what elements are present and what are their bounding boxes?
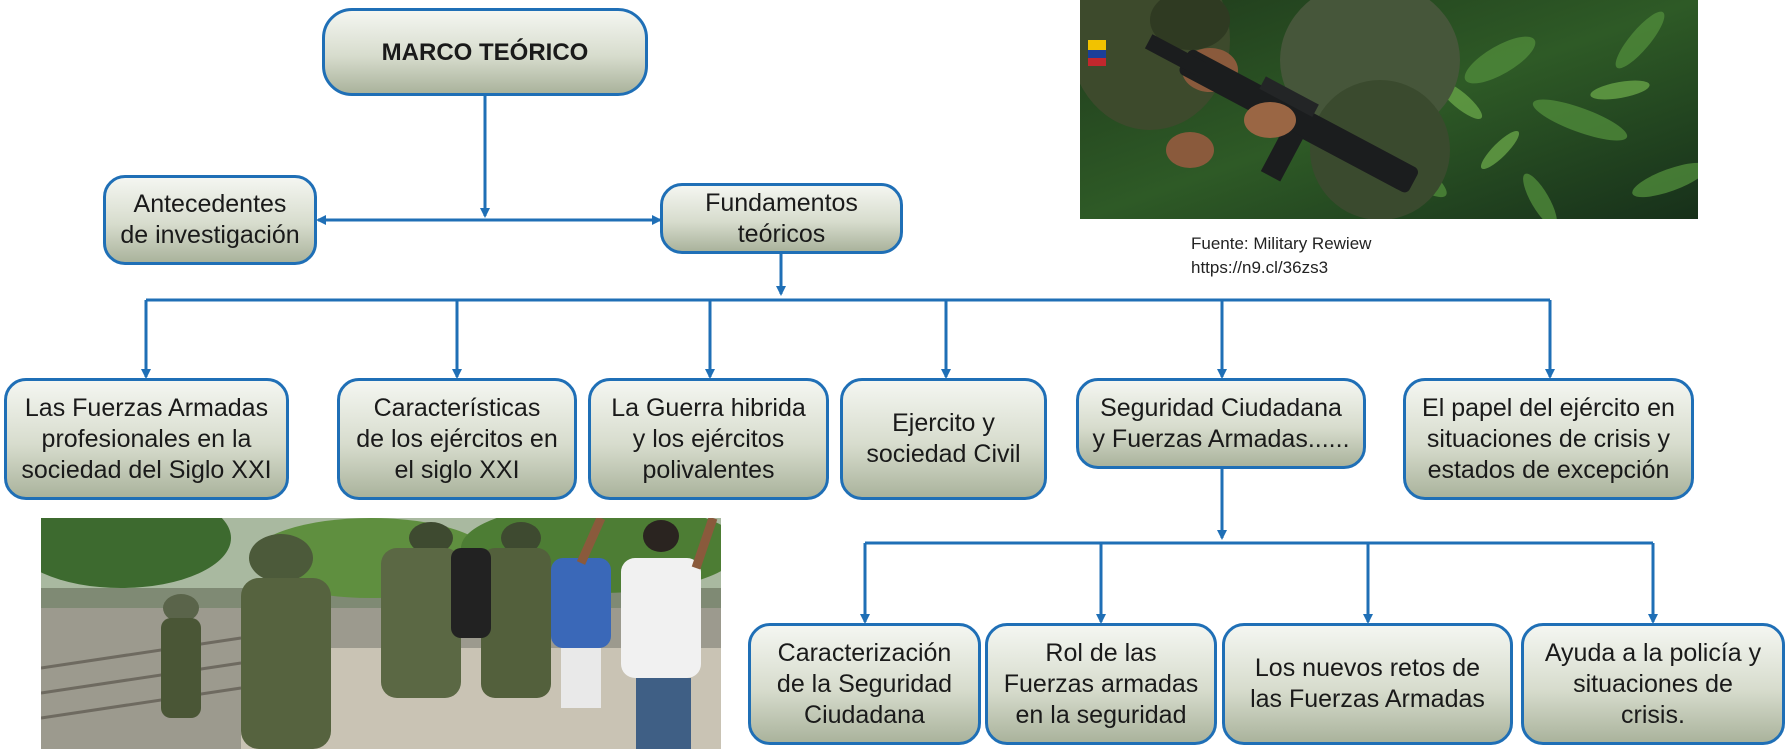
fundamentos-node: Fundamentos teóricos (660, 183, 903, 254)
subtopic-rol-fuerzas-armadas: Rol de las Fuerzas armadas en la segurid… (985, 623, 1217, 745)
topic-guerra-hibrida: La Guerra hibrida y los ejércitos poliva… (588, 378, 829, 500)
photo-source-caption: Fuente: Military Rewiew https://n9.cl/36… (1191, 232, 1371, 280)
antecedentes-node: Antecedentes de investigación (103, 175, 317, 265)
topic-seguridad-ciudadana: Seguridad Ciudadana y Fuerzas Armadas...… (1076, 378, 1366, 469)
title-node: MARCO TEÓRICO (322, 8, 648, 96)
subtopic-ayuda-policia: Ayuda a la policía y situaciones de cris… (1521, 623, 1785, 745)
jungle-soldiers-photo (1080, 0, 1698, 219)
topic-caracteristicas-ejercitos: Características de los ejércitos en el s… (337, 378, 577, 500)
security-operation-photo (41, 518, 721, 749)
caption-url: https://n9.cl/36zs3 (1191, 258, 1329, 277)
topic-papel-ejercito-crisis: El papel del ejército en situaciones de … (1403, 378, 1694, 500)
subtopic-nuevos-retos: Los nuevos retos de las Fuerzas Armadas (1222, 623, 1513, 745)
topic-fuerzas-armadas-profesionales: Las Fuerzas Armadas profesionales en la … (4, 378, 289, 500)
topic-ejercito-sociedad-civil: Ejercito y sociedad Civil (840, 378, 1047, 500)
caption-source: Fuente: Military Rewiew (1191, 234, 1372, 253)
subtopic-caracterizacion-seguridad: Caracterización de la Seguridad Ciudadan… (748, 623, 981, 745)
